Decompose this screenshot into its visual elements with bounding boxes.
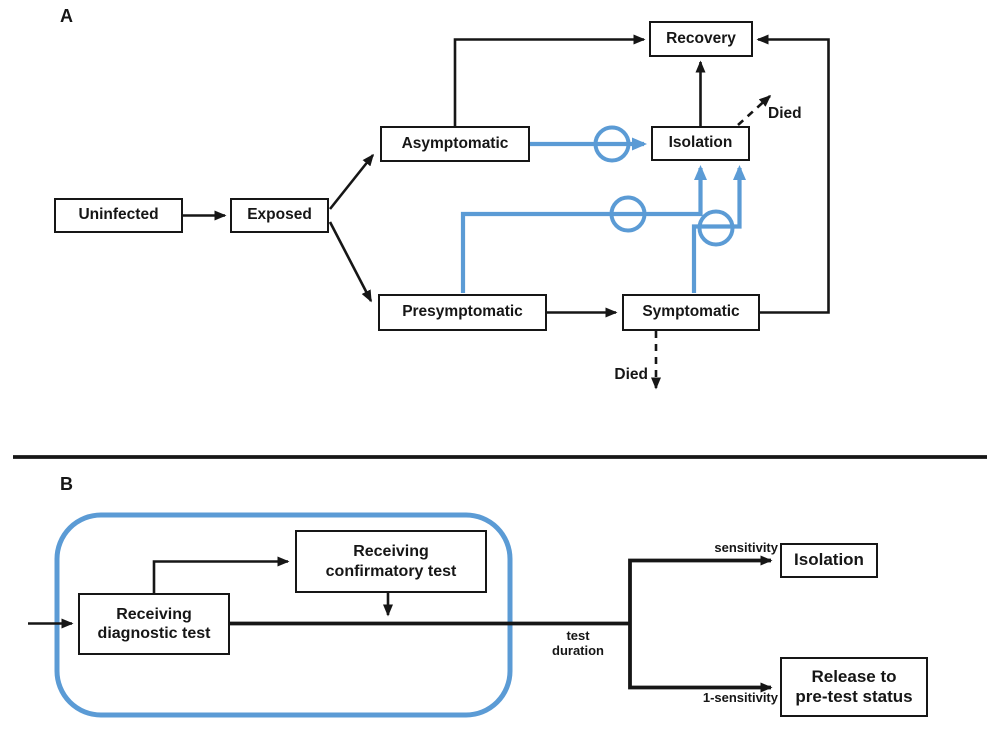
arrow-isolation-to-died — [737, 94, 772, 126]
arrow-exposed-to-asymptomatic — [328, 153, 375, 210]
testing-valve-icon — [593, 125, 631, 163]
died-label-symptomatic: Died — [614, 366, 648, 383]
node-isolation-b-label: Isolation — [794, 550, 864, 570]
panel-a-label: A — [60, 6, 73, 26]
one-minus-sensitivity-label: 1-sensitivity — [702, 690, 778, 705]
node-release-line1: Release to — [811, 666, 897, 686]
node-confirmatory-test-line1: Receiving — [353, 543, 429, 561]
node-isolation-label: Isolation — [668, 134, 733, 152]
node-diagnostic-test-line2: diagnostic test — [97, 625, 211, 642]
node-confirmatory-test: Receiving confirmatory test — [295, 530, 487, 593]
testing-valve-icon — [697, 209, 735, 247]
node-exposed-label: Exposed — [247, 206, 312, 224]
node-isolation-b: Isolation — [780, 543, 878, 578]
node-confirmatory-test-line2: confirmatory test — [325, 562, 457, 580]
node-uninfected: Uninfected — [54, 198, 183, 233]
node-recovery-label: Recovery — [666, 29, 736, 47]
testing-process-boundary — [54, 512, 513, 718]
node-symptomatic: Symptomatic — [622, 294, 760, 331]
arrow-symptomatic-to-isolation — [691, 165, 746, 293]
arrow-asymptomatic-to-recovery — [453, 34, 646, 126]
arrow-negative-to-release — [628, 623, 773, 693]
test-duration-label: test duration — [542, 628, 614, 659]
node-asymptomatic-label: Asymptomatic — [401, 134, 509, 152]
node-recovery: Recovery — [649, 21, 753, 57]
node-symptomatic-label: Symptomatic — [642, 303, 740, 321]
died-label-isolation: Died — [768, 105, 802, 122]
test-duration-line2: duration — [552, 642, 604, 658]
node-diagnostic-test-line1: Receiving — [116, 605, 192, 623]
node-release-line2: pre-test status — [795, 687, 913, 706]
arrow-presymptomatic-to-isolation — [460, 165, 707, 293]
node-presymptomatic: Presymptomatic — [378, 294, 547, 331]
arrow-exposed-to-presymptomatic — [328, 221, 373, 303]
node-asymptomatic: Asymptomatic — [380, 126, 530, 162]
node-uninfected-label: Uninfected — [78, 206, 159, 224]
panel-b-label: B — [60, 474, 73, 494]
node-isolation: Isolation — [651, 126, 750, 161]
test-duration-line1: test — [566, 628, 590, 643]
node-presymptomatic-label: Presymptomatic — [402, 303, 523, 321]
arrow-positive-to-isolation — [628, 555, 773, 624]
node-exposed: Exposed — [230, 198, 329, 233]
node-release: Release to pre-test status — [780, 657, 928, 717]
node-diagnostic-test: Receiving diagnostic test — [78, 593, 230, 655]
testing-valve-icon — [609, 195, 647, 233]
arrow-symptomatic-to-recovery — [756, 34, 830, 314]
sensitivity-label: sensitivity — [714, 540, 778, 555]
arrow-diagnostic-to-confirmatory — [152, 556, 290, 593]
